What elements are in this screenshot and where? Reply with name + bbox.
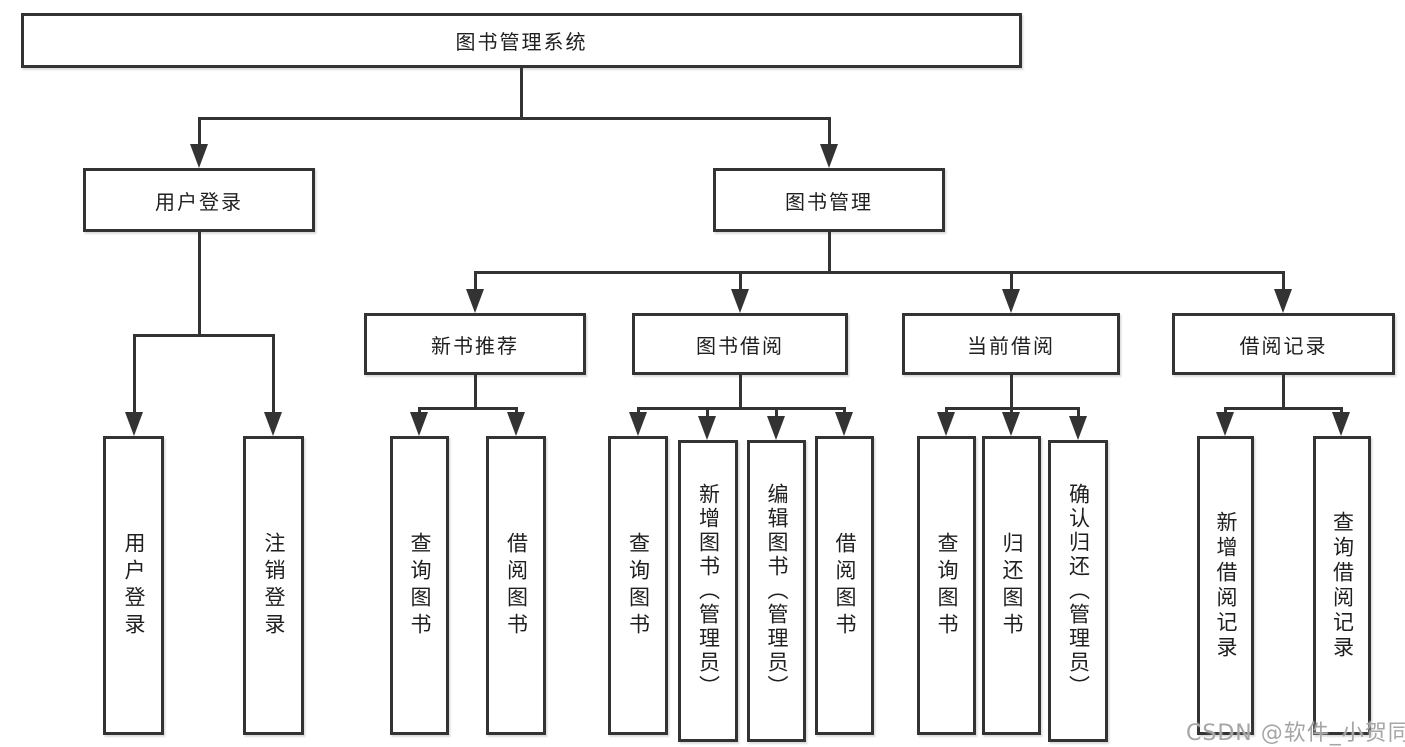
connector-line (827, 232, 831, 273)
csdn-watermark: CSDN @软件_小贺同学 (1186, 721, 1405, 746)
connector-line (636, 406, 846, 410)
connector-line (271, 335, 275, 412)
connector-line (132, 333, 275, 337)
node-book-borrowing: 图书借阅 (632, 313, 848, 375)
node-borrow-records: 借阅记录 (1172, 313, 1395, 375)
connector-line (738, 272, 742, 289)
connector-line (1009, 272, 1013, 289)
arrow-down-icon (731, 289, 749, 313)
connector-line (842, 408, 846, 412)
arrow-down-icon (629, 412, 647, 436)
node-query-books-current: 查询图书 (917, 436, 976, 735)
connector-line (1223, 408, 1227, 412)
node-query-borrow-record: 查询借阅记录 (1313, 436, 1371, 735)
arrow-down-icon (264, 412, 282, 436)
connector-line (417, 408, 421, 412)
connector-line (197, 232, 201, 336)
node-add-borrow-record: 新增借阅记录 (1197, 436, 1254, 735)
node-return-book: 归还图书 (982, 436, 1041, 735)
arrow-down-icon (466, 289, 484, 313)
node-user-login-leaf: 用户登录 (103, 436, 164, 735)
arrow-down-icon (820, 144, 838, 168)
arrow-down-icon (698, 416, 716, 440)
connector-line (774, 408, 778, 416)
node-query-books-recommend: 查询图书 (390, 436, 449, 735)
arrow-down-icon (1002, 412, 1020, 436)
arrow-down-icon (937, 412, 955, 436)
connector-line (1281, 375, 1285, 409)
arrow-down-icon (1002, 289, 1020, 313)
connector-line (827, 118, 831, 144)
node-current-borrowing: 当前借阅 (902, 313, 1120, 375)
arrow-down-icon (190, 144, 208, 168)
connector-line (1223, 406, 1343, 410)
node-borrow-books-borrowing: 借阅图书 (815, 436, 874, 735)
arrow-down-icon (1216, 412, 1234, 436)
connector-line (738, 375, 742, 409)
node-new-book-recommend: 新书推荐 (364, 313, 586, 375)
arrow-down-icon (410, 412, 428, 436)
connector-line (519, 68, 523, 119)
node-add-book-admin: 新增图书（管理员） (678, 440, 738, 742)
arrow-down-icon (1332, 412, 1350, 436)
node-edit-book-admin: 编辑图书（管理员） (747, 440, 806, 742)
arrow-down-icon (835, 412, 853, 436)
node-book-management-branch: 图书管理 (713, 168, 945, 232)
connector-line (514, 408, 518, 412)
arrow-down-icon (507, 412, 525, 436)
node-query-books-borrowing: 查询图书 (608, 436, 668, 735)
connector-line (1009, 408, 1013, 412)
connector-line (417, 406, 518, 410)
connector-line (1009, 375, 1013, 409)
connector-line (944, 408, 948, 412)
node-root-library-system: 图书管理系统 (21, 13, 1022, 68)
connector-line (705, 408, 709, 416)
arrow-down-icon (1274, 289, 1292, 313)
node-confirm-return-admin: 确认归还（管理员） (1048, 440, 1108, 742)
connector-line (1076, 408, 1080, 416)
connector-line (197, 116, 831, 120)
node-user-login-branch: 用户登录 (83, 168, 315, 232)
connector-line (1339, 408, 1343, 412)
connector-line (473, 272, 477, 289)
connector-line (132, 335, 136, 412)
node-borrow-books-recommend: 借阅图书 (486, 436, 546, 735)
connector-line (473, 375, 477, 409)
connector-line (197, 118, 201, 144)
connector-line (473, 270, 1285, 274)
arrow-down-icon (767, 416, 785, 440)
node-logout: 注销登录 (243, 436, 304, 735)
arrow-down-icon (125, 412, 143, 436)
arrow-down-icon (1069, 416, 1087, 440)
connector-line (636, 408, 640, 412)
connector-line (1281, 272, 1285, 289)
